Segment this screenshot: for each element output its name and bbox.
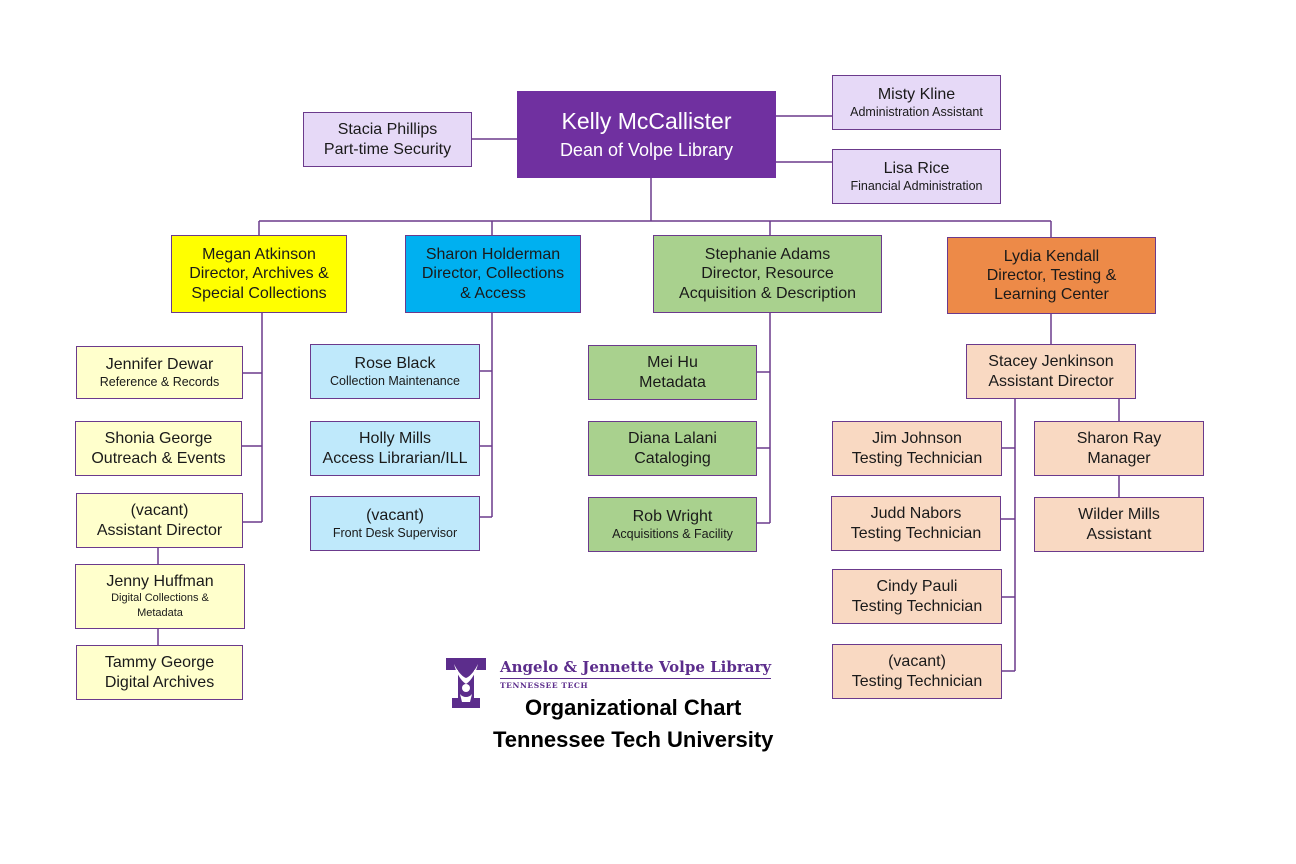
director-name: Megan Atkinson — [202, 246, 316, 264]
staff-name: Holly Mills — [359, 430, 431, 448]
director-box-stephanie-adams[interactable]: Stephanie Adams Director, Resource Acqui… — [653, 235, 882, 313]
director-title-line1: Director, Resource — [701, 265, 834, 283]
staff-name: (vacant) — [888, 653, 946, 671]
director-box-lydia-kendall[interactable]: Lydia Kendall Director, Testing & Learni… — [947, 237, 1156, 314]
staff-name: Lisa Rice — [883, 160, 950, 178]
staff-title: Testing Technician — [851, 449, 983, 467]
staff-box-diana-lalani[interactable]: Diana Lalani Cataloging — [588, 421, 757, 476]
staff-name: (vacant) — [366, 507, 424, 525]
staff-title: Administration Assistant — [850, 104, 983, 119]
staff-title: Manager — [1087, 449, 1151, 467]
staff-title: Part-time Security — [323, 140, 452, 158]
staff-box-jim-johnson[interactable]: Jim Johnson Testing Technician — [832, 421, 1002, 476]
dean-title: Dean of Volpe Library — [559, 139, 734, 160]
staff-box-vacant-assistant-director[interactable]: (vacant) Assistant Director — [76, 493, 243, 548]
staff-box-mei-hu[interactable]: Mei Hu Metadata — [588, 345, 757, 400]
staff-name: Shonia George — [104, 430, 213, 448]
staff-name: Diana Lalani — [628, 430, 717, 448]
staff-title: Collection Maintenance — [330, 373, 460, 388]
staff-title: Financial Administration — [850, 178, 983, 193]
staff-name: Stacey Jenkinson — [988, 353, 1114, 371]
staff-name: Jim Johnson — [872, 430, 962, 448]
staff-box-vacant-front-desk[interactable]: (vacant) Front Desk Supervisor — [310, 496, 480, 551]
staff-name: Jenny Huffman — [106, 573, 214, 591]
staff-title: Front Desk Supervisor — [332, 525, 458, 540]
director-box-sharon-holderman[interactable]: Sharon Holderman Director, Collections &… — [405, 235, 581, 313]
staff-title: Assistant Director — [96, 521, 223, 539]
staff-title: Cataloging — [634, 449, 711, 467]
staff-title: Metadata — [639, 373, 706, 391]
staff-name: Judd Nabors — [870, 505, 962, 523]
director-box-megan-atkinson[interactable]: Megan Atkinson Director, Archives & Spec… — [171, 235, 347, 313]
staff-box-judd-nabors[interactable]: Judd Nabors Testing Technician — [831, 496, 1001, 551]
staff-box-misty-kline[interactable]: Misty Kline Administration Assistant — [832, 75, 1001, 130]
staff-title: Assistant Director — [988, 372, 1114, 390]
staff-title: Testing Technician — [850, 524, 982, 542]
library-sub: TENNESSEE TECH — [500, 681, 589, 690]
staff-box-wilder-mills[interactable]: Wilder Mills Assistant — [1034, 497, 1204, 552]
staff-title: Digital Archives — [104, 673, 215, 691]
staff-name: Sharon Ray — [1076, 430, 1162, 448]
staff-title: Reference & Records — [99, 374, 220, 389]
staff-box-jenny-huffman[interactable]: Jenny Huffman Digital Collections & Meta… — [75, 564, 245, 629]
staff-name: (vacant) — [130, 502, 189, 520]
staff-title: Access Librarian/ILL — [322, 449, 468, 467]
staff-title-line1: Digital Collections & — [111, 592, 209, 605]
staff-box-rob-wright[interactable]: Rob Wright Acquisitions & Facility — [588, 497, 757, 552]
director-title-line2: Acquisition & Description — [679, 284, 856, 302]
staff-name: Tammy George — [104, 654, 215, 672]
staff-box-holly-mills[interactable]: Holly Mills Access Librarian/ILL — [310, 421, 480, 476]
staff-box-tammy-george[interactable]: Tammy George Digital Archives — [76, 645, 243, 700]
staff-box-stacey-jenkinson[interactable]: Stacey Jenkinson Assistant Director — [966, 344, 1136, 399]
library-name: Angelo & Jennette Volpe Library — [500, 658, 772, 679]
staff-box-jennifer-dewar[interactable]: Jennifer Dewar Reference & Records — [76, 346, 243, 399]
staff-title: Testing Technician — [851, 672, 983, 690]
staff-box-vacant-testing-technician[interactable]: (vacant) Testing Technician — [832, 644, 1002, 699]
director-name: Stephanie Adams — [704, 246, 831, 264]
staff-title: Acquisitions & Facility — [612, 526, 733, 541]
staff-name: Jennifer Dewar — [105, 356, 214, 374]
chart-title: Organizational Chart — [525, 695, 742, 720]
staff-title-line2: Metadata — [137, 607, 183, 620]
director-title-line1: Director, Testing & — [986, 266, 1117, 284]
dean-box[interactable]: Kelly McCallister Dean of Volpe Library — [517, 91, 776, 178]
staff-box-lisa-rice[interactable]: Lisa Rice Financial Administration — [832, 149, 1001, 204]
dean-name: Kelly McCallister — [561, 107, 732, 134]
director-title-line2: Special Collections — [191, 284, 327, 302]
staff-box-stacia-phillips[interactable]: Stacia Phillips Part-time Security — [303, 112, 472, 167]
tennessee-tech-eagle-logo-icon — [446, 658, 486, 708]
staff-title: Assistant — [1086, 525, 1152, 543]
director-title-line1: Director, Archives & — [189, 265, 329, 283]
staff-box-rose-black[interactable]: Rose Black Collection Maintenance — [310, 344, 480, 399]
staff-name: Wilder Mills — [1078, 506, 1160, 524]
staff-name: Misty Kline — [877, 86, 956, 104]
director-name: Sharon Holderman — [425, 246, 561, 264]
staff-title: Testing Technician — [851, 597, 983, 615]
director-title-line2: Learning Center — [994, 286, 1109, 304]
staff-box-sharon-ray[interactable]: Sharon Ray Manager — [1034, 421, 1204, 476]
staff-box-shonia-george[interactable]: Shonia George Outreach & Events — [75, 421, 242, 476]
staff-name: Mei Hu — [647, 354, 698, 372]
director-title-line1: Director, Collections — [421, 265, 565, 283]
director-name: Lydia Kendall — [1003, 247, 1100, 265]
director-title-line2: & Access — [460, 284, 526, 302]
staff-name: Stacia Phillips — [337, 121, 438, 139]
staff-name: Rose Black — [354, 355, 436, 373]
chart-subtitle: Tennessee Tech University — [493, 727, 774, 752]
staff-name: Rob Wright — [632, 508, 713, 526]
staff-box-cindy-pauli[interactable]: Cindy Pauli Testing Technician — [832, 569, 1002, 624]
staff-title: Outreach & Events — [91, 449, 226, 467]
staff-name: Cindy Pauli — [876, 578, 958, 596]
library-logo: Angelo & Jennette Volpe Library TENNESSE… — [446, 658, 772, 708]
